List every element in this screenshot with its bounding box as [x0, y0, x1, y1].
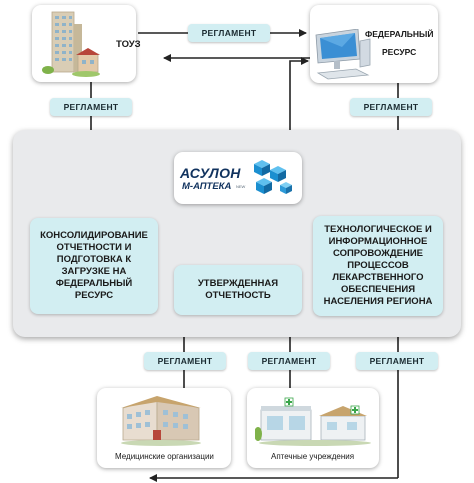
logo-box: АСУЛОН М-АПТЕКА NEW	[174, 152, 302, 204]
building-icon	[42, 11, 100, 77]
pharmacy-label: Аптечные учреждения	[271, 452, 355, 461]
consolidation-box: КОНСОЛИДИРОВАНИЕ ОТЧЕТНОСТИ И ПОДГОТОВКА…	[30, 218, 158, 314]
reglament-badge-right: РЕГЛАМЕНТ	[350, 98, 432, 116]
reglament-badge-top: РЕГЛАМЕНТ	[188, 24, 270, 42]
pharmacies-card: Аптечные учреждения	[247, 388, 379, 468]
medical-label: Медицинские организации	[115, 452, 214, 461]
reglament-badge-left: РЕГЛАМЕНТ	[50, 98, 132, 116]
reglament-badge-bottom-right: РЕГЛАМЕНТ	[356, 352, 438, 370]
federal-title-line2: РЕСУРС	[382, 47, 417, 57]
approved-reporting-box: УТВЕРЖДЕННАЯ ОТЧЕТНОСТЬ	[174, 265, 302, 315]
logo-mark: NEW	[236, 184, 246, 189]
federal-resource-card: ФЕДЕРАЛЬНЫЙ РЕСУРС	[310, 5, 438, 83]
medical-organizations-card: Медицинские организации	[97, 388, 231, 468]
hospital-icon	[121, 396, 201, 446]
touz-card: ТОУЗ	[32, 5, 141, 82]
federal-title-line1: ФЕДЕРАЛЬНЫЙ	[365, 29, 434, 39]
pharmacy-icon	[255, 397, 371, 446]
touz-title: ТОУЗ	[116, 39, 141, 50]
logo-title: АСУЛОН	[180, 165, 241, 181]
logo-cubes-icon	[254, 160, 292, 194]
tech-support-box: ТЕХНОЛОГИЧЕСКОЕ И ИНФОРМАЦИОННОЕ СОПРОВО…	[313, 216, 443, 316]
logo-subtitle: М-АПТЕКА	[182, 181, 232, 192]
computer-icon	[315, 29, 371, 80]
reglament-badge-pharmacy: РЕГЛАМЕНТ	[248, 352, 330, 370]
reglament-badge-medical: РЕГЛАМЕНТ	[144, 352, 226, 370]
